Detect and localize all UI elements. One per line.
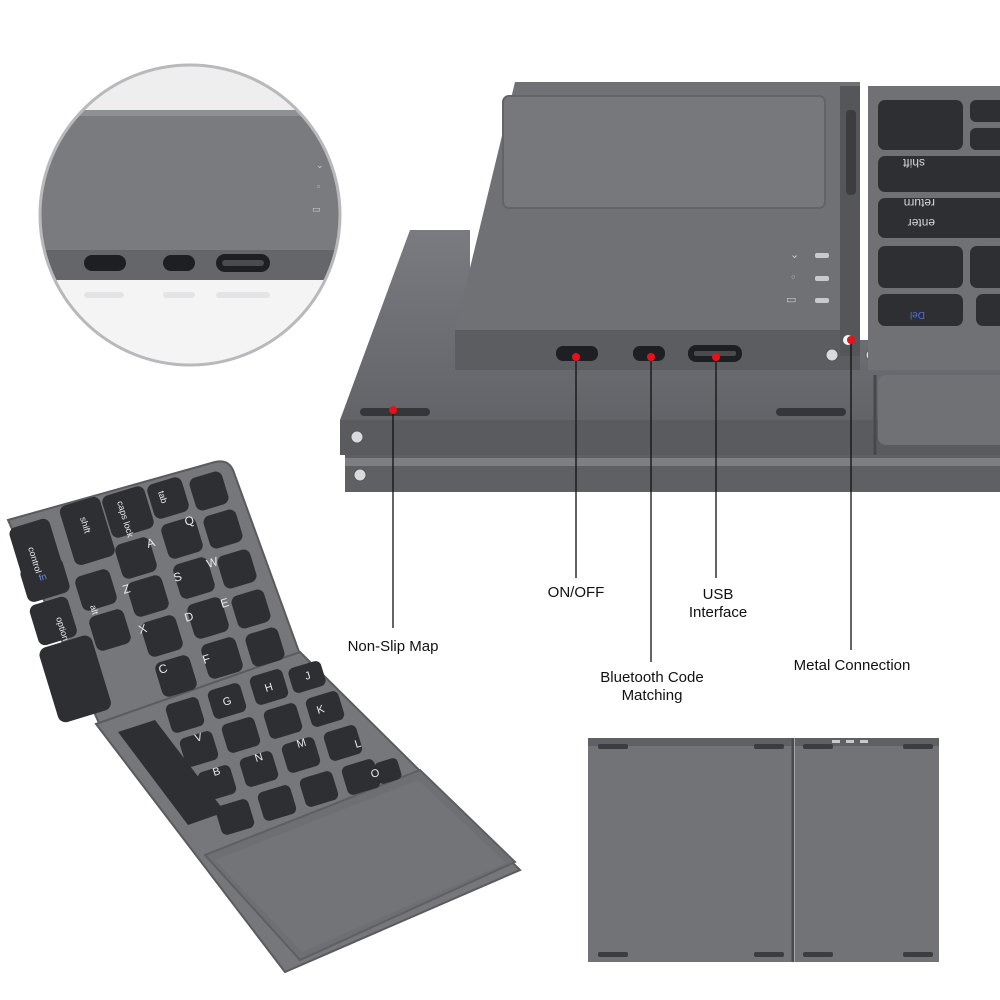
svg-text:fn: fn xyxy=(38,571,48,583)
svg-text:X: X xyxy=(137,621,149,637)
power-switch-icon xyxy=(84,255,126,271)
svg-text:H: H xyxy=(263,681,274,695)
svg-text:▭: ▭ xyxy=(786,293,796,306)
keyboard-top-keys xyxy=(9,471,285,723)
keyboard-key-legends: control fn option shift alt caps lock A … xyxy=(26,490,230,677)
svg-text:◦: ◦ xyxy=(790,271,797,284)
svg-text:enter: enter xyxy=(908,216,935,230)
svg-text:shift: shift xyxy=(902,156,925,170)
svg-text:W: W xyxy=(205,554,221,571)
svg-text:V: V xyxy=(193,731,204,745)
svg-text:F: F xyxy=(201,651,212,667)
bluetooth-button xyxy=(633,346,665,361)
callout-usb-interface: USB Interface xyxy=(688,586,748,621)
svg-text:⌄: ⌄ xyxy=(790,248,799,261)
svg-text:Z: Z xyxy=(121,581,132,597)
zoom-inset-circle: ⌄ ◦ ▭ xyxy=(38,63,342,367)
svg-text:N: N xyxy=(253,751,264,765)
callout-metal-connection: Metal Connection xyxy=(793,657,911,674)
svg-text:▭: ▭ xyxy=(312,205,321,215)
svg-text:K: K xyxy=(315,703,326,717)
svg-text:Q: Q xyxy=(183,513,196,529)
svg-text:A: A xyxy=(145,535,157,551)
svg-text:M: M xyxy=(295,737,307,751)
svg-text:B: B xyxy=(211,765,222,779)
svg-text:Del: Del xyxy=(910,309,925,320)
keyboard-bottom-legends: G H J K L V B N M O xyxy=(193,670,381,781)
pair-button-icon xyxy=(163,255,195,271)
svg-text:⌄: ⌄ xyxy=(316,161,324,171)
callout-lines xyxy=(389,336,855,662)
svg-text:E: E xyxy=(219,595,231,611)
svg-text:G: G xyxy=(221,695,233,709)
svg-text:O: O xyxy=(369,767,381,781)
touchpad xyxy=(502,95,826,209)
callout-non-slip-map: Non-Slip Map xyxy=(347,638,439,655)
svg-text:return: return xyxy=(904,196,935,210)
folded-keyboard-back xyxy=(588,738,939,962)
svg-text:L: L xyxy=(353,738,362,751)
callout-on-off: ON/OFF xyxy=(547,584,605,601)
svg-text:alt: alt xyxy=(88,604,100,616)
svg-text:S: S xyxy=(172,569,184,585)
svg-text:◦: ◦ xyxy=(316,183,321,193)
keyboard-bottom-keys xyxy=(165,661,402,835)
closeup-key-legends: shift return enter Del xyxy=(902,156,935,320)
callout-bluetooth-code-matching: Bluetooth Code Matching xyxy=(600,669,704,704)
svg-text:shift: shift xyxy=(78,516,93,535)
keyboard-edge-closeup: ⌄ ◦ ▭ xyxy=(340,82,1000,492)
svg-text:J: J xyxy=(303,670,312,683)
svg-text:tab: tab xyxy=(156,490,169,505)
